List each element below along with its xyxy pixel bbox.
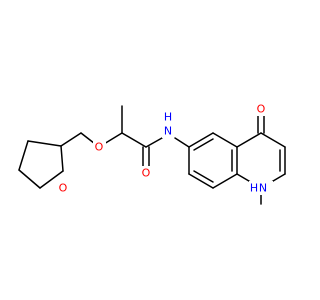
bond-ar-c8-c7-inner bbox=[193, 170, 214, 183]
bond-ar-c6-c5 bbox=[188, 132, 214, 148]
ketone-oxygen-label: O bbox=[257, 103, 266, 116]
bond-carbonyl-amide-n bbox=[145, 137, 163, 148]
atom-labels-group: O O O H N O H N bbox=[57, 102, 273, 195]
amide-n-label: N bbox=[164, 125, 172, 138]
bond-py-c4-c3 bbox=[260, 132, 286, 148]
ring-oxygen-label: O bbox=[59, 182, 68, 195]
ring-nh-label: H bbox=[250, 182, 258, 195]
bond-ch-carbonyl bbox=[121, 132, 147, 148]
bond-ar-c5-c4a bbox=[212, 132, 238, 148]
bond-ar-c8-c7 bbox=[188, 173, 214, 189]
bonds-group bbox=[18, 105, 286, 205]
bond-thf-o-c4 bbox=[60, 145, 64, 172]
bond-thf-c3-o bbox=[39, 170, 64, 189]
bond-py-c4a-c4 bbox=[236, 132, 262, 148]
carbonyl-oxygen-label: O bbox=[142, 167, 151, 180]
ring-n-label: N bbox=[259, 182, 267, 195]
bond-ar-c8a-c8 bbox=[212, 173, 238, 189]
ether-oxygen-label: O bbox=[95, 141, 104, 154]
bond-amide-n-ring bbox=[174, 137, 190, 148]
amide-nh-label: H bbox=[164, 111, 172, 124]
bond-thf-c2-c3 bbox=[18, 169, 41, 189]
bond-thf-c1-c2 bbox=[18, 140, 29, 171]
bond-thf-c4-c1 bbox=[27, 140, 62, 147]
bond-ar-c6-c5-inner bbox=[193, 138, 214, 151]
molecule-structure-diagram: O O O H N O H N bbox=[18, 102, 286, 205]
bond-thf-c4-ch2 bbox=[60, 132, 82, 147]
